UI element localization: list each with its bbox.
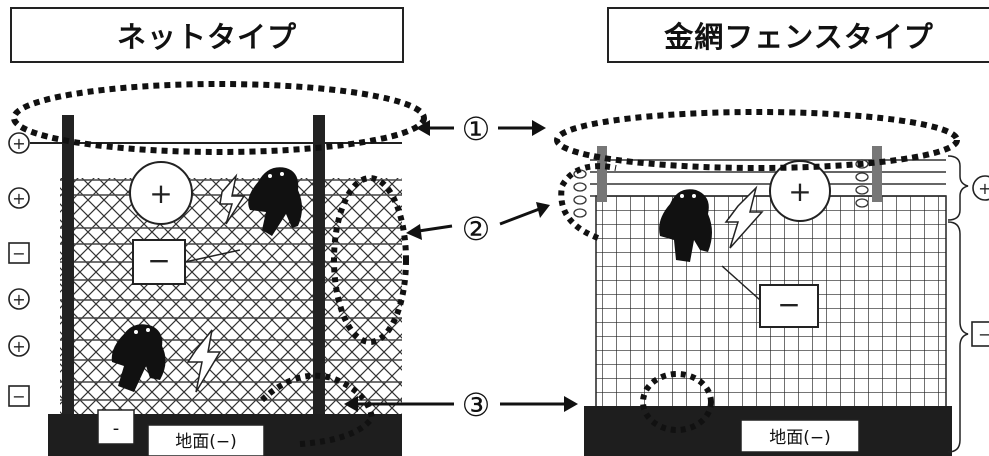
fence-top-wires [590,159,946,197]
callout-2-ellipse-left [331,175,409,345]
callout-2-ellipse-right [558,163,617,241]
net-type-panel: 地面(−) - + − [11,81,427,456]
insulators-left [573,169,587,218]
callout-1-ellipse-right [554,109,960,171]
net-mesh [60,178,402,416]
plus-label-left: + [149,177,172,210]
minus-box-small [97,409,135,445]
animal-silhouette-upper [248,167,302,236]
wire-fence-panel: 地面(−) + − [554,109,960,456]
callout-2-label: ② [462,210,491,248]
net-wires [60,179,402,401]
wire-fence-type-title: 金網フェンスタイプ [607,7,989,63]
left-post [62,115,74,420]
callout-3-label: ③ [462,386,491,424]
callout-1-label: ① [462,110,491,148]
minus-pointer-left [184,249,241,263]
minus-box-right [759,284,819,328]
right-post [313,115,325,420]
ground-label-box [147,424,265,456]
polarity-5: + [12,337,25,356]
spark-icon-right [724,185,764,249]
ground-label-left: 地面(−) [175,432,237,452]
polarity-4: + [12,290,25,309]
minus-label-right: − [777,288,800,321]
minus-small-label: - [113,418,120,439]
spark-icon-lower [186,329,222,393]
ground-label-box-right [740,419,860,453]
net-type-title: ネットタイプ [10,7,404,63]
polarity-2: + [12,189,25,208]
callout-arrows [344,120,578,412]
callout-3-ellipse-left [259,372,376,447]
plus-circle-left [129,161,193,225]
callout-1-ellipse-left [11,81,427,155]
polarity-brackets-right: + − [947,155,989,453]
animal-silhouette-right [659,189,712,262]
fence-post-right [872,146,882,202]
animal-silhouette-lower [111,324,166,392]
polarity-3: − [12,244,25,263]
callout-3-ellipse-right [640,371,714,433]
minus-box-left [132,239,186,285]
polarity-right-2: − [978,325,989,344]
spark-icon-upper [219,173,246,225]
ground-label-right: 地面(−) [769,428,831,448]
fence-post-left [597,146,607,202]
minus-pointer-right [721,265,761,301]
plus-circle-right [769,160,831,222]
polarity-1: + [12,134,25,153]
polarity-right-1: + [978,179,989,198]
polarity-6: − [12,387,25,406]
minus-label-left: − [147,244,170,277]
polarity-column-left: + + − + + − [8,132,30,407]
plus-label-right: + [788,175,811,208]
